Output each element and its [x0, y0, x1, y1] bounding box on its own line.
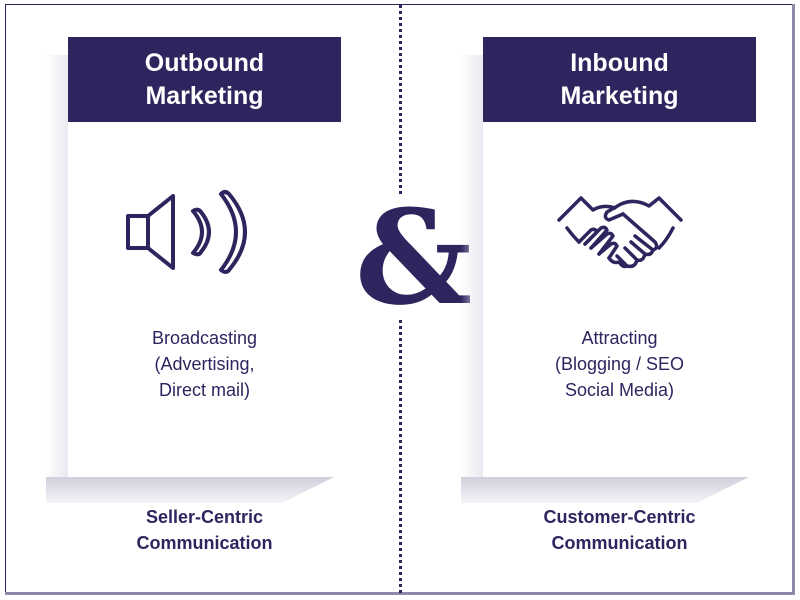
outbound-card-header: Outbound Marketing: [68, 37, 341, 122]
card-title-line: Inbound: [570, 48, 669, 77]
outbound-card-container: Outbound Marketing Broadcasting (Adverti…: [46, 37, 341, 503]
card-title-line: Marketing: [145, 81, 264, 110]
inbound-card-container: Inbound Marketing Attracting (B: [461, 37, 756, 503]
inbound-caption: Customer-Centric Communication: [483, 504, 756, 556]
speaker-icon: [68, 182, 341, 282]
inbound-card-header: Inbound Marketing: [483, 37, 756, 122]
card-title-line: Marketing: [560, 81, 679, 110]
outbound-caption: Seller-Centric Communication: [68, 504, 341, 556]
outbound-description: Broadcasting (Advertising, Direct mail): [68, 325, 341, 403]
description-line: Broadcasting: [151, 328, 258, 348]
center-divider-top: [399, 5, 402, 195]
center-divider-bottom: [399, 320, 402, 593]
inbound-marketing-card: Inbound Marketing Attracting (B: [483, 37, 756, 477]
description-line: (Blogging / SEO: [554, 354, 685, 374]
caption-line: Communication: [136, 533, 273, 553]
frame-shadow-bottom: [5, 592, 795, 595]
handshake-icon: [483, 182, 756, 282]
frame-shadow-right: [792, 4, 795, 595]
description-line: Attracting: [581, 328, 658, 348]
ampersand-connector: &: [355, 181, 473, 334]
card-shadow-left: [461, 55, 483, 477]
card-title-line: Outbound: [144, 48, 265, 77]
outbound-marketing-card: Outbound Marketing Broadcasting (Adverti…: [68, 37, 341, 477]
card-shadow-bottom: [46, 477, 334, 503]
description-line: Social Media): [564, 380, 675, 400]
card-shadow-bottom: [461, 477, 749, 503]
description-line: (Advertising,: [154, 354, 255, 374]
caption-line: Customer-Centric: [543, 507, 696, 527]
card-shadow-left: [46, 55, 68, 477]
inbound-description: Attracting (Blogging / SEO Social Media): [483, 325, 756, 403]
description-line: Direct mail): [158, 380, 250, 400]
caption-line: Communication: [551, 533, 688, 553]
caption-line: Seller-Centric: [145, 507, 264, 527]
